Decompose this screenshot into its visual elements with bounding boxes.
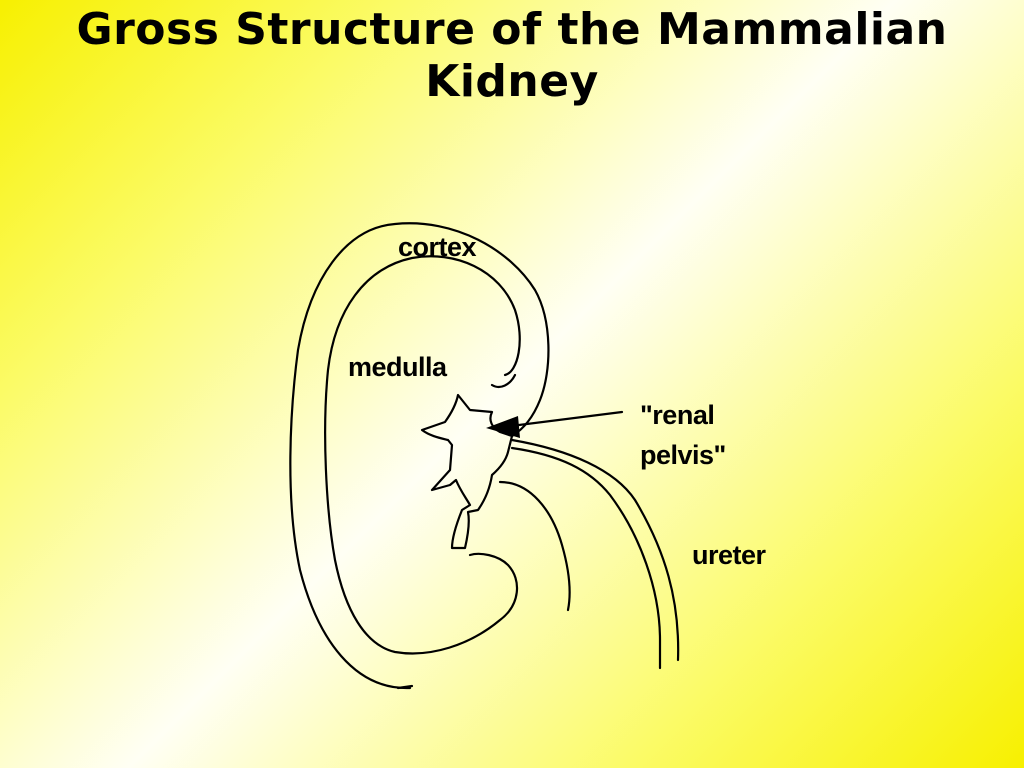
- ureter-inner-wall: [498, 480, 571, 612]
- label-cortex: cortex: [398, 232, 477, 262]
- kidney-bottom-join: [396, 684, 414, 690]
- slide-title-line-1: Gross Structure of the Mammalian: [76, 4, 948, 55]
- label-renal-pelvis-line-2: pelvis": [640, 440, 726, 470]
- slide-title: Gross Structure of the Mammalian Kidney: [0, 4, 1024, 108]
- ureter-right-wall: [510, 438, 680, 662]
- pointer-arrowhead: [486, 416, 520, 438]
- label-medulla: medulla: [348, 352, 448, 382]
- kidney-outer-outline: [289, 222, 550, 690]
- cortex-medulla-boundary: [324, 255, 521, 655]
- inner-notch: [490, 373, 517, 389]
- label-renal-pelvis-line-1: "renal: [640, 400, 714, 430]
- label-ureter: ureter: [692, 540, 767, 570]
- renal-pelvis-shape: [420, 393, 514, 550]
- ureter-left-wall: [510, 446, 662, 670]
- slide-title-line-2: Kidney: [425, 56, 599, 107]
